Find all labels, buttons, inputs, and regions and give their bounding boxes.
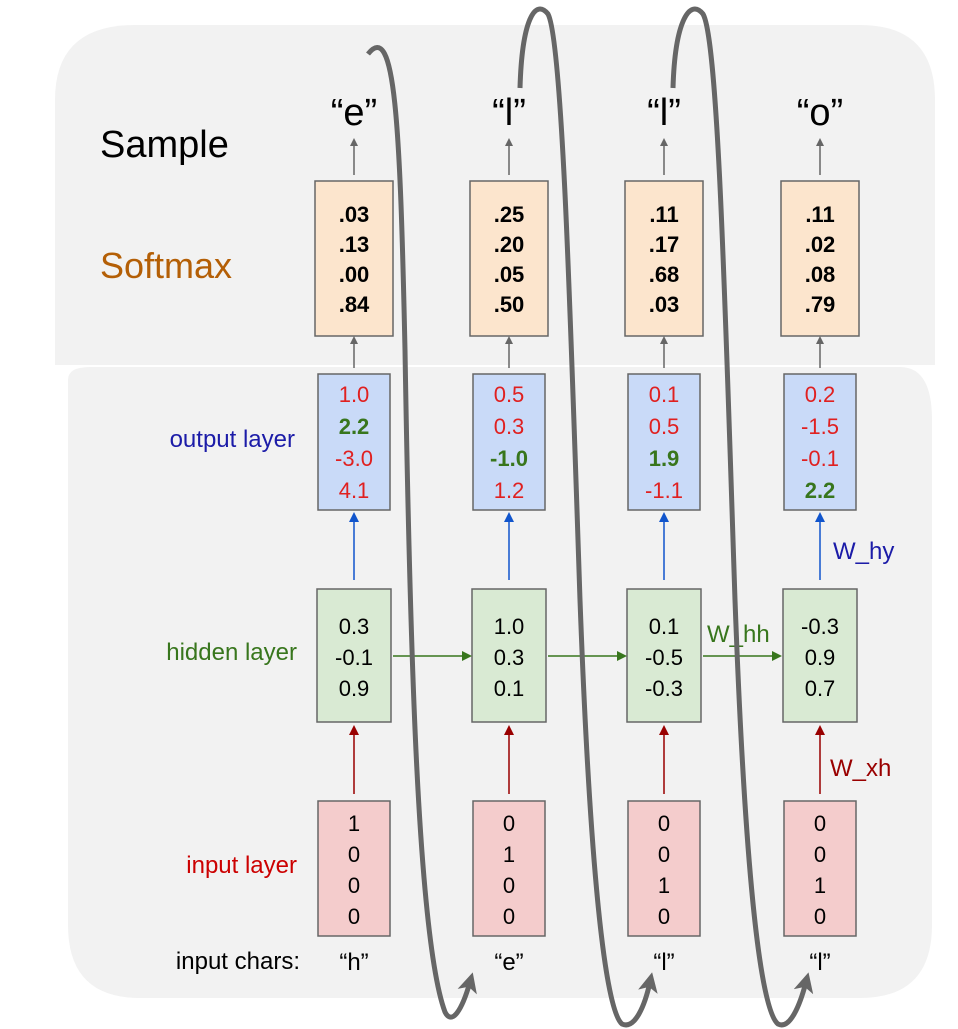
hidden-box [782, 588, 858, 723]
softmax-box [469, 180, 549, 337]
sample-char: “o” [797, 92, 843, 134]
hidden-layer-label: hidden layer [166, 639, 297, 666]
softmax-value: .68 [649, 262, 680, 287]
output-value: -3.0 [335, 446, 373, 471]
input-value: 1 [658, 873, 670, 898]
output-value: 2.2 [805, 478, 836, 503]
softmax-box [780, 180, 860, 337]
softmax-value: .79 [805, 292, 836, 317]
softmax-value: .17 [649, 232, 680, 257]
input-value: 0 [658, 904, 670, 929]
output-value: 0.2 [805, 382, 836, 407]
output-value: -0.1 [801, 446, 839, 471]
input-box [472, 800, 546, 937]
hidden-value: -0.1 [335, 645, 373, 670]
columns-group: “e” .03 .13 .00 .84 1.0 2.2 -3.0 4.1 0.3 -0.1 0.9 1 0… [314, 92, 860, 976]
softmax-value: .11 [649, 202, 678, 227]
hidden-value: 0.3 [494, 645, 525, 670]
input-value: 0 [348, 904, 360, 929]
feedback-loop-arrow [670, 6, 814, 1028]
input-char: “h” [339, 949, 368, 976]
input-char: “l” [809, 949, 830, 976]
hidden-value: -0.3 [801, 614, 839, 639]
input-value: 0 [503, 811, 515, 836]
w-hy-label: W_hy [833, 538, 894, 565]
softmax-value: .05 [494, 262, 525, 287]
input-box [317, 800, 391, 937]
output-box [627, 373, 701, 511]
hidden-value: -0.3 [645, 676, 683, 701]
hidden-value: 0.1 [494, 676, 525, 701]
softmax-value: .25 [494, 202, 525, 227]
output-value: 0.3 [494, 414, 525, 439]
output-layer-label: output layer [170, 426, 295, 453]
input-value: 0 [503, 873, 515, 898]
softmax-label: Softmax [100, 245, 232, 286]
input-box [627, 800, 701, 937]
sample-char: “e” [331, 92, 377, 134]
hidden-value: 0.3 [339, 614, 370, 639]
hidden-box [471, 588, 547, 723]
input-value: 0 [814, 904, 826, 929]
input-value: 0 [503, 904, 515, 929]
output-value: 4.1 [339, 478, 370, 503]
output-box [317, 373, 391, 511]
input-chars-label: input chars: [176, 948, 300, 975]
hidden-value: 1.0 [494, 614, 525, 639]
input-value: 0 [658, 811, 670, 836]
output-value: 0.5 [649, 414, 680, 439]
output-value: -1.0 [490, 446, 528, 471]
softmax-value: .50 [494, 292, 525, 317]
softmax-value: .03 [339, 202, 370, 227]
input-value: 0 [814, 842, 826, 867]
softmax-value: .11 [805, 202, 834, 227]
output-value: 0.5 [494, 382, 525, 407]
softmax-value: .13 [339, 232, 370, 257]
output-value: -1.1 [645, 478, 683, 503]
output-value: 2.2 [339, 414, 370, 439]
feedback-loop-arrow [517, 6, 658, 1028]
softmax-value: .00 [339, 262, 370, 287]
input-char: “l” [653, 949, 674, 976]
output-value: 0.1 [649, 382, 680, 407]
sample-char: “l” [492, 92, 526, 134]
hidden-value: 0.9 [805, 645, 836, 670]
output-box [783, 373, 857, 511]
softmax-value: .02 [805, 232, 836, 257]
output-value: -1.5 [801, 414, 839, 439]
softmax-value: .84 [339, 292, 370, 317]
input-value: 1 [814, 873, 826, 898]
feedback-loop-arrow [366, 45, 477, 1020]
input-char: “e” [494, 949, 523, 976]
output-value: 1.2 [494, 478, 525, 503]
softmax-value: .08 [805, 262, 836, 287]
input-value: 0 [348, 873, 360, 898]
softmax-value: .03 [649, 292, 680, 317]
sample-char: “l” [647, 92, 681, 134]
input-value: 0 [348, 842, 360, 867]
input-box [783, 800, 857, 937]
input-value: 1 [503, 842, 515, 867]
hidden-value: -0.5 [645, 645, 683, 670]
output-value: 1.0 [339, 382, 370, 407]
output-value: 1.9 [649, 446, 680, 471]
hidden-box [316, 588, 392, 723]
hidden-box [626, 588, 702, 723]
softmax-box [314, 180, 394, 337]
hidden-value: 0.7 [805, 676, 836, 701]
hidden-value: 0.1 [649, 614, 680, 639]
input-value: 0 [658, 842, 670, 867]
input-value: 0 [814, 811, 826, 836]
softmax-value: .20 [494, 232, 525, 257]
sample-label: Sample [100, 124, 229, 166]
input-layer-label: input layer [186, 852, 297, 879]
input-value: 1 [348, 811, 360, 836]
hidden-value: 0.9 [339, 676, 370, 701]
output-box [472, 373, 546, 511]
w-xh-label: W_xh [830, 755, 891, 782]
